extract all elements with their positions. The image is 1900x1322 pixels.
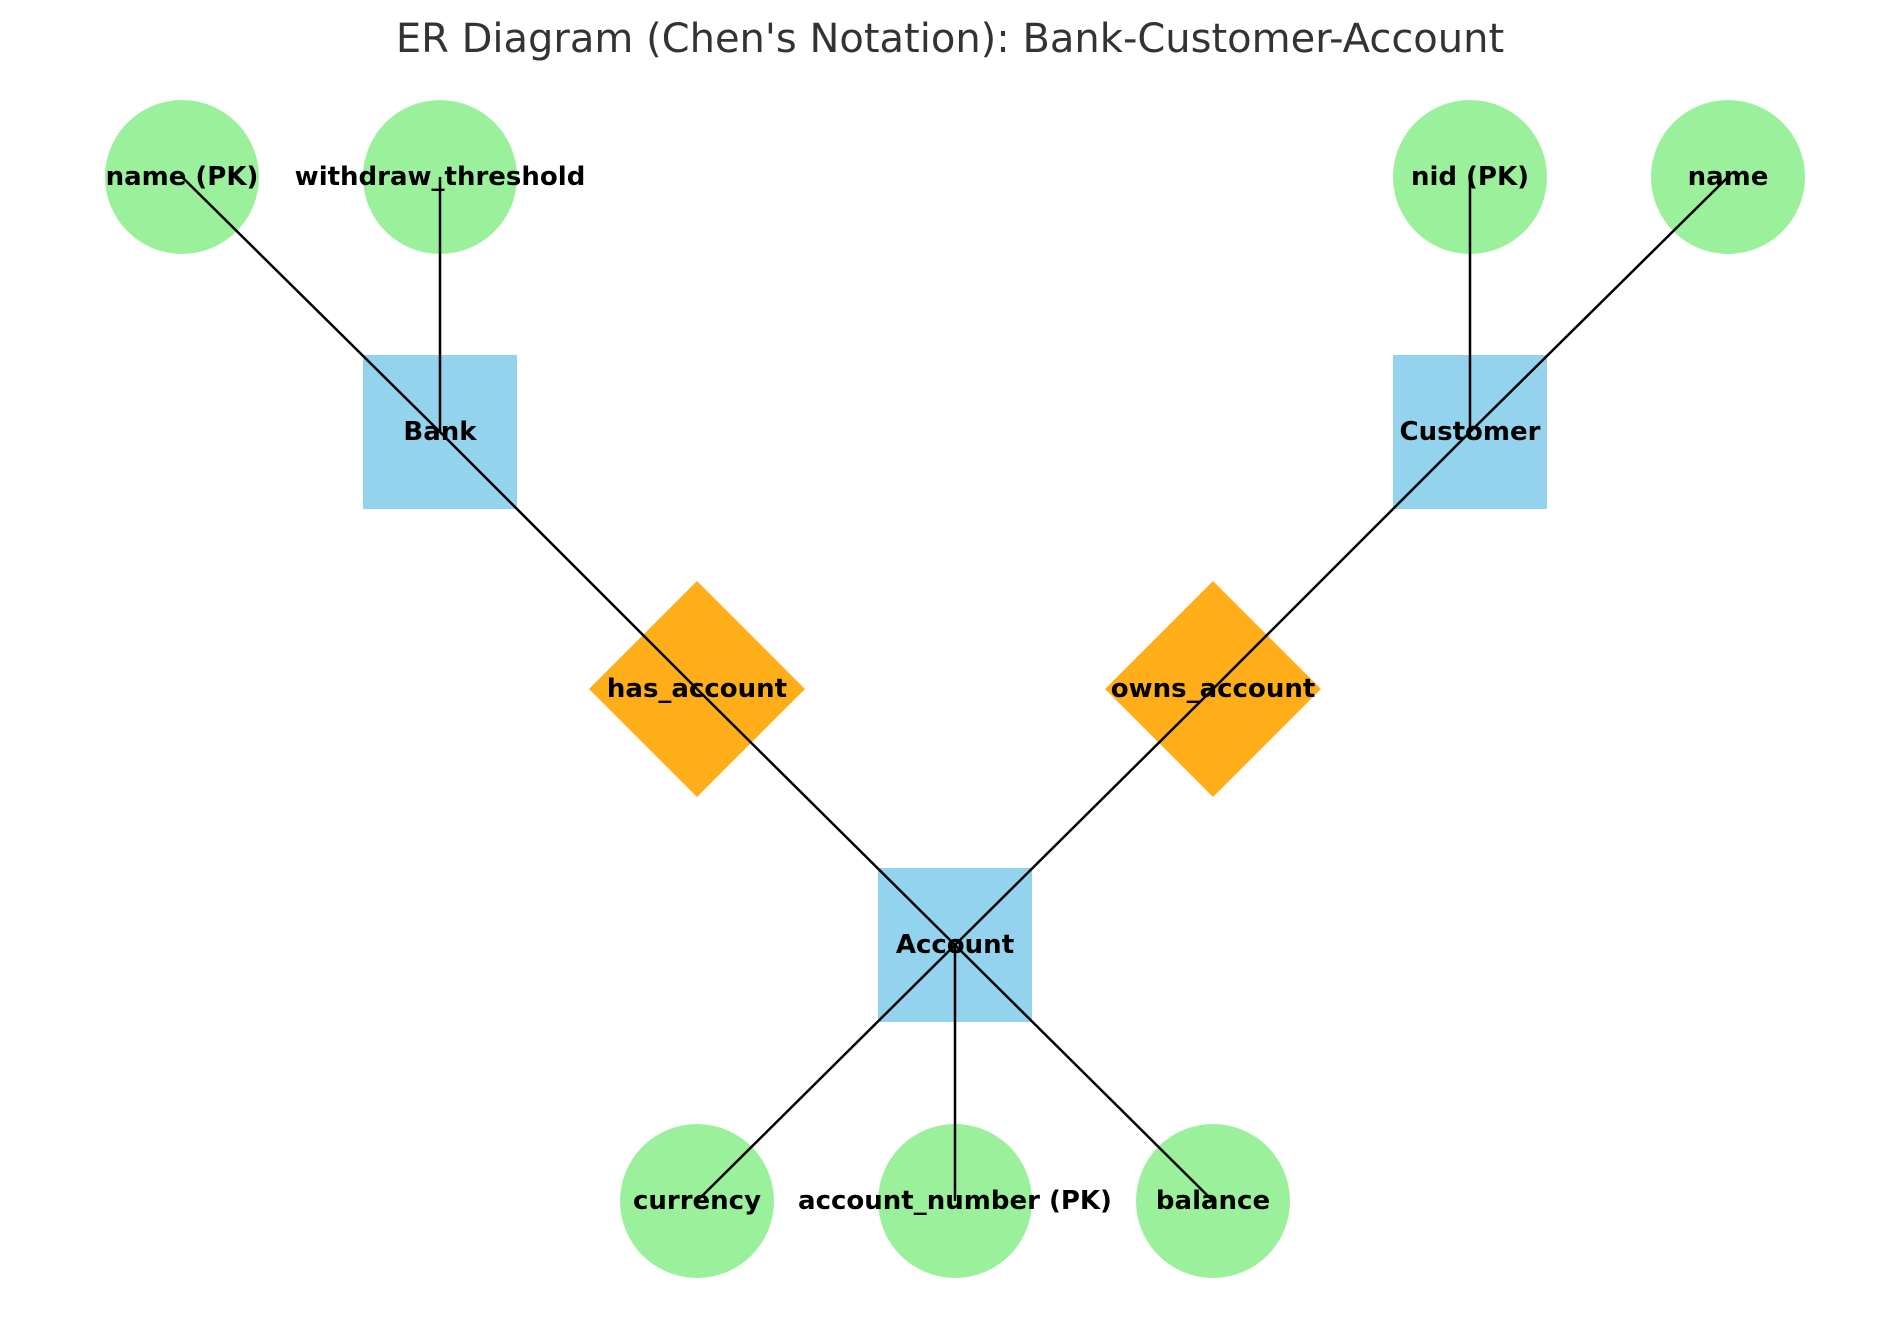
attribute-label-account-balance: balance xyxy=(1156,1186,1270,1216)
edge-account-to-account-currency xyxy=(696,944,956,1202)
attribute-label-bank-name: name (PK) xyxy=(106,162,259,192)
edge-owns-account-to-account xyxy=(954,688,1214,946)
attribute-label-bank-withdraw-threshold: withdraw_threshold xyxy=(295,162,586,192)
edge-bank-name-to-bank xyxy=(181,176,441,433)
edge-customer-name-to-customer xyxy=(1469,176,1729,433)
edges-layer xyxy=(181,176,1729,1202)
edge-has-account-to-account xyxy=(696,688,956,946)
entity-label-account: Account xyxy=(896,930,1014,960)
diagram-title: ER Diagram (Chen's Notation): Bank-Custo… xyxy=(396,16,1504,62)
attribute-label-customer-nid: nid (PK) xyxy=(1411,162,1529,192)
attribute-label-account-number: account_number (PK) xyxy=(798,1186,1112,1216)
edge-bank-to-has-account xyxy=(439,431,698,690)
edge-customer-to-owns-account xyxy=(1212,431,1471,690)
attribute-label-account-currency: currency xyxy=(633,1186,761,1216)
entity-label-bank: Bank xyxy=(403,417,477,447)
entity-label-customer: Customer xyxy=(1400,417,1541,447)
edge-account-to-account-balance xyxy=(954,944,1214,1202)
attribute-label-customer-name: name xyxy=(1688,162,1769,192)
relationship-label-owns-account: owns_account xyxy=(1111,674,1316,704)
relationship-label-has-account: has_account xyxy=(607,674,787,704)
